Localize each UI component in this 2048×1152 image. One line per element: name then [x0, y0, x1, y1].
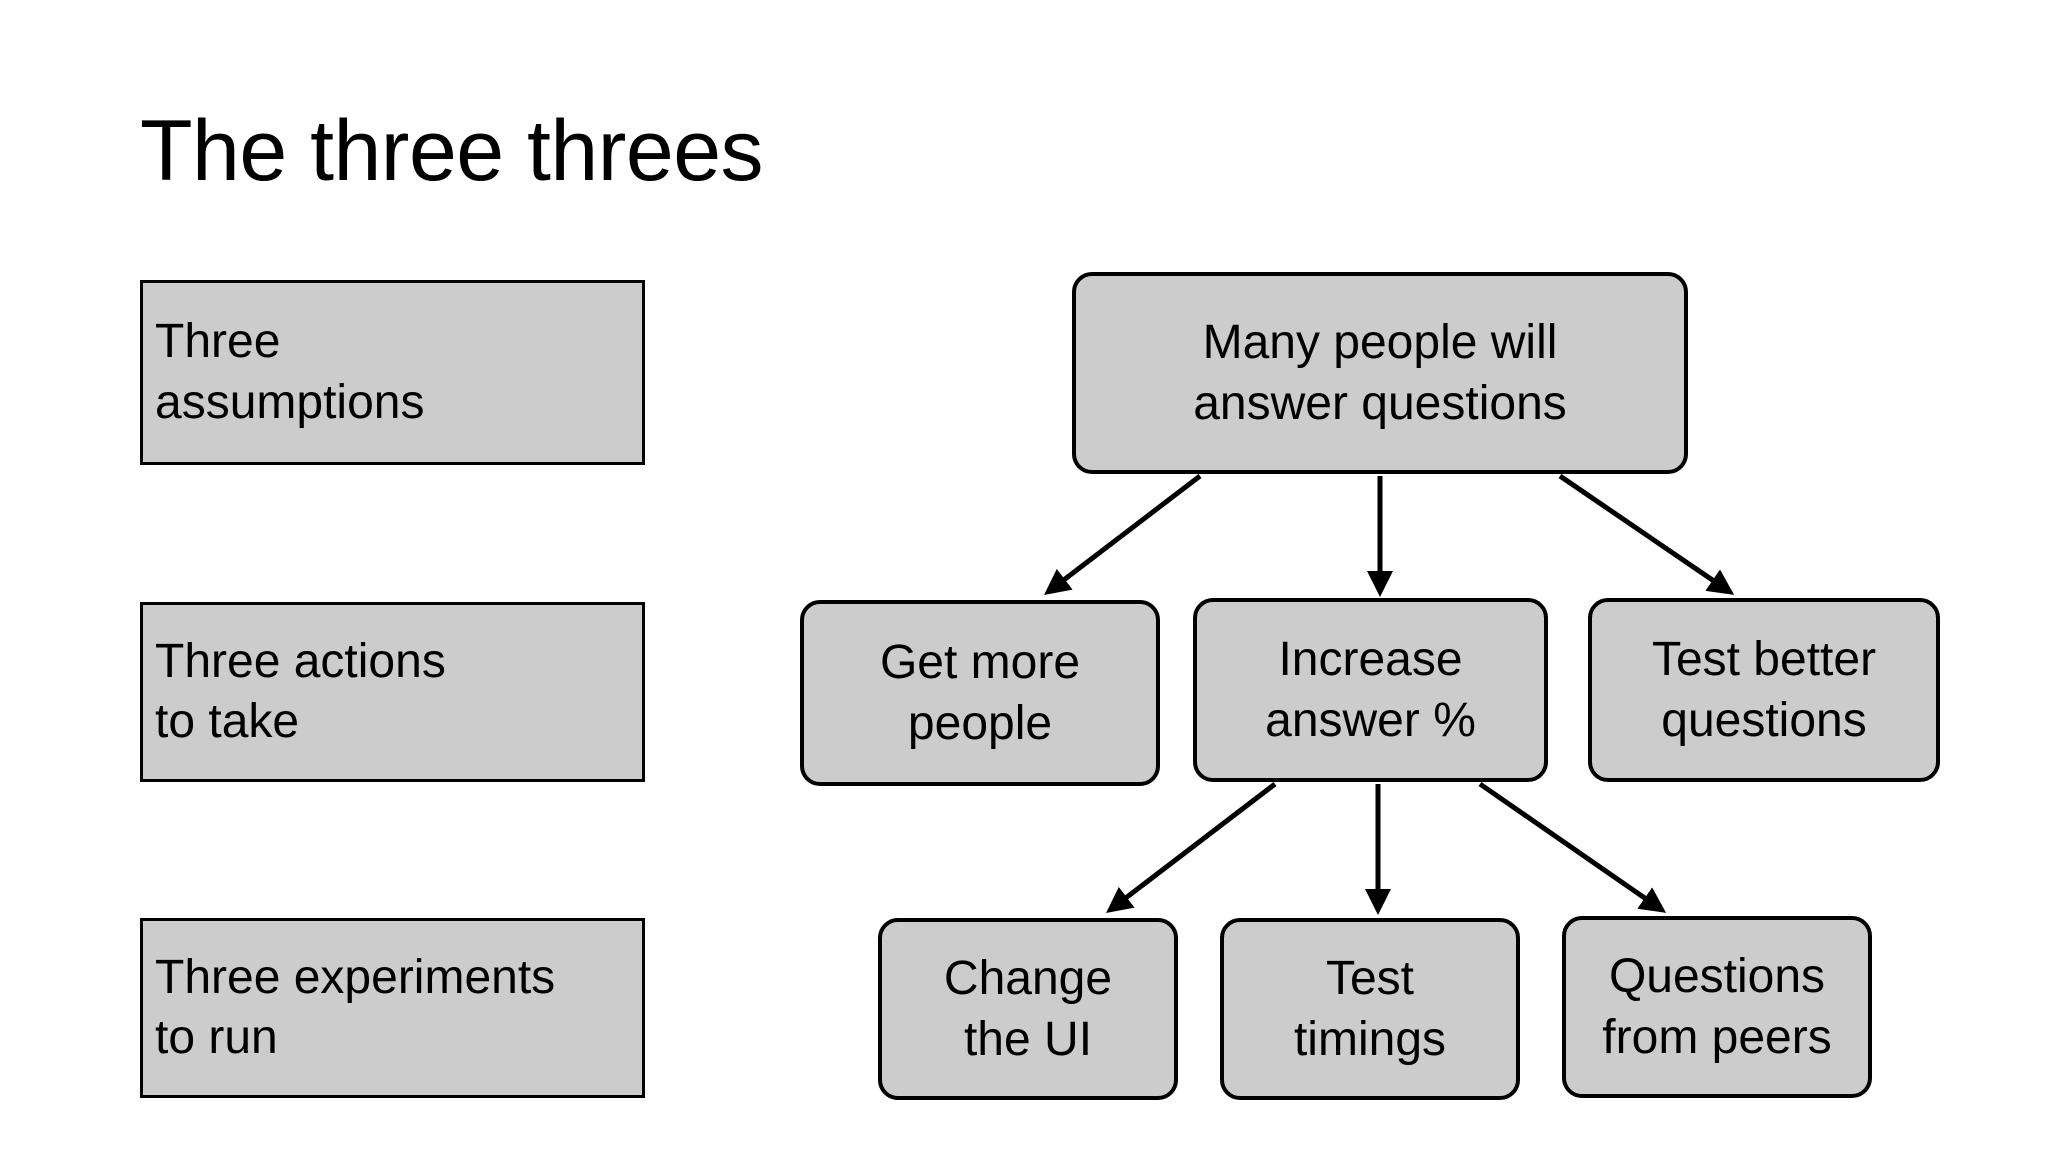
label-line-1: Three — [155, 315, 281, 369]
label-line-2: to take — [155, 695, 300, 748]
node-get-more-people[interactable]: Get more people — [800, 600, 1160, 786]
node-line-2: answer % — [1265, 694, 1476, 747]
node-line-1: Test better — [1651, 632, 1877, 686]
edge-increase-to-peers — [1478, 781, 1667, 913]
node-line-1: Questions — [1608, 949, 1826, 1003]
node-line-2: questions — [1661, 694, 1867, 747]
label-line-1: Three actions — [155, 634, 446, 688]
label-box-three-actions: Three actions to take — [140, 602, 645, 782]
node-many-people-will-answer-questions[interactable]: Many people will answer questions — [1072, 272, 1688, 474]
node-line-1: Increase — [1278, 632, 1463, 686]
node-line-2: answer questions — [1193, 377, 1567, 430]
label-line-2: to run — [155, 1011, 278, 1064]
node-change-the-ui[interactable]: Change the UI — [878, 918, 1178, 1100]
node-increase-answer-percent[interactable]: Increase answer % — [1193, 598, 1548, 782]
page-title: The three threes — [140, 103, 764, 199]
label-line-1: Three experiments — [155, 950, 556, 1004]
label-box-three-assumptions: Three assumptions — [140, 280, 645, 465]
edge-root-to-get-people — [1044, 474, 1202, 596]
node-line-2: timings — [1293, 1013, 1447, 1066]
node-line-2: from peers — [1602, 1011, 1832, 1064]
node-line-1: Test — [1325, 951, 1415, 1005]
label-line-2: assumptions — [155, 375, 425, 429]
node-line-1: Get more — [879, 635, 1081, 689]
edge-increase-to-change-ui — [1106, 782, 1277, 914]
node-line-1: Change — [943, 951, 1113, 1005]
node-test-timings[interactable]: Test timings — [1220, 918, 1520, 1100]
label-box-three-experiments: Three experiments to run — [140, 918, 645, 1098]
node-test-better-questions[interactable]: Test better questions — [1588, 598, 1940, 782]
edge-root-to-test-better — [1558, 473, 1735, 595]
node-line-2: people — [907, 697, 1053, 750]
node-line-2: the UI — [963, 1013, 1093, 1066]
node-line-1: Many people will — [1202, 315, 1558, 369]
node-questions-from-peers[interactable]: Questions from peers — [1562, 916, 1872, 1098]
